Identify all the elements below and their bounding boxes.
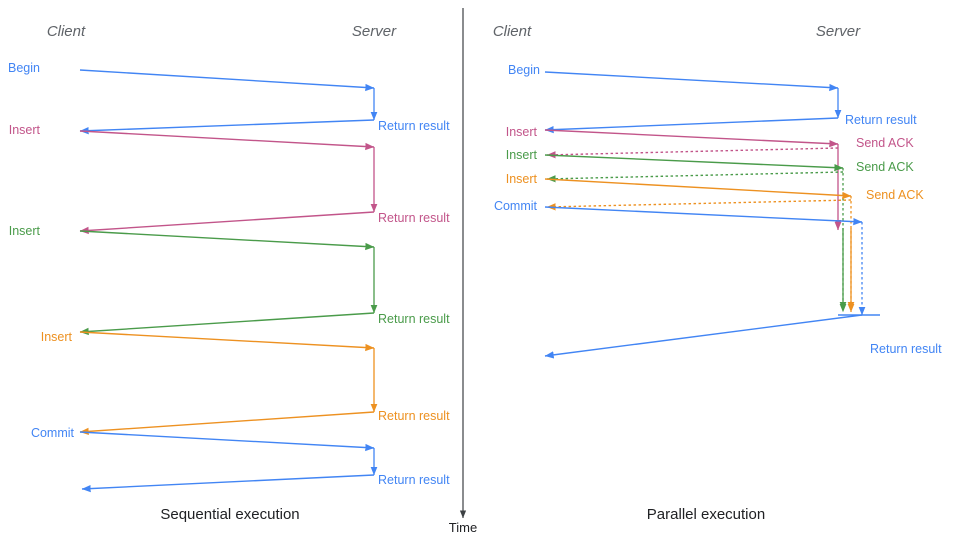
par-begin-req-label: Begin [508,63,540,77]
seq-insert2-resp-label: Return result [378,312,450,326]
parallel-server-lane-label: Server [816,23,861,40]
seq-commit-resp-arrow [81,474,375,493]
par-commit-resp-arrow [544,314,863,359]
par-insert1-req-arrow [544,129,839,148]
par-commit-req-arrow [544,206,863,226]
seq-insert3-resp-arrow [79,411,375,436]
seq-insert3-req-label: Insert [41,330,73,344]
seq-commit-req-label: Commit [31,426,75,440]
seq-insert1-req-arrow [79,130,375,151]
parallel-caption: Parallel execution [647,506,765,523]
seq-insert1-req-label: Insert [9,123,41,137]
time-axis-layer: Time [449,8,477,535]
seq-insert2-req-label: Insert [9,224,41,238]
par-insert3-ack-arrow [546,199,852,211]
seq-insert3-resp-label: Return result [378,409,450,423]
seq-begin-resp-arrow [79,119,375,135]
par-commit-resp-label: Return result [870,342,942,356]
sequential-caption: Sequential execution [160,506,299,523]
par-insert2-req-label: Insert [506,148,538,162]
par-insert2-req-arrow [544,154,844,172]
par-insert1-req-label: Insert [506,125,538,139]
seq-begin-req-label: Begin [8,61,40,75]
sequential-server-lane-label: Server [352,23,397,40]
par-insert3-req-label: Insert [506,172,538,186]
par-begin-req-arrow [544,71,839,92]
seq-begin-resp-label: Return result [378,119,450,133]
par-insert2-ack-label: Send ACK [856,160,914,174]
seq-insert1-resp-arrow [79,211,375,235]
seq-begin-req-arrow [79,69,375,92]
seq-commit-req-arrow [79,431,375,452]
seq-insert2-req-arrow [79,230,375,251]
par-insert3-req-arrow [544,178,852,200]
seq-insert3-req-arrow [79,331,375,352]
par-insert1-ack-label: Send ACK [856,136,914,150]
parallel-client-lane-label: Client [493,23,532,40]
seq-insert2-resp-arrow [79,312,375,336]
par-begin-resp-label: Return result [845,113,917,127]
seq-insert1-resp-label: Return result [378,211,450,225]
sequential-client-lane-label: Client [47,23,86,40]
par-insert2-ack-arrow [546,171,844,183]
seq-commit-resp-label: Return result [378,473,450,487]
par-insert1-ack-arrow [546,147,839,159]
par-insert3-ack-label: Send ACK [866,188,924,202]
time-axis-label: Time [449,520,477,535]
par-begin-resp-arrow [544,117,839,134]
par-commit-req-label: Commit [494,199,538,213]
